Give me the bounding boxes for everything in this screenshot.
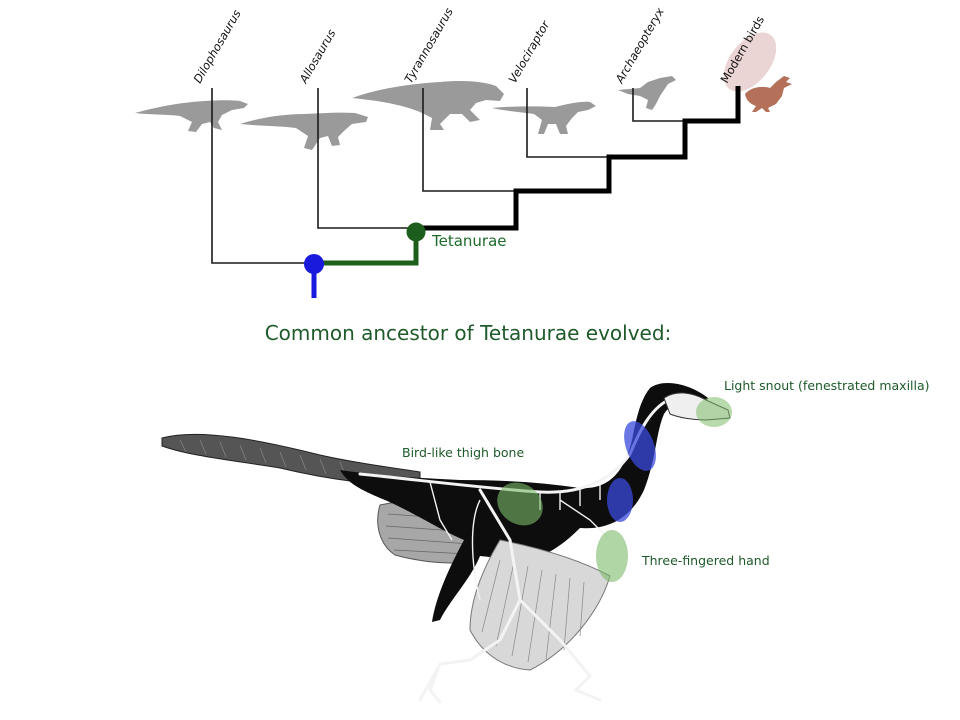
snout-highlight [696, 397, 732, 427]
heading: Common ancestor of Tetanurae evolved: [265, 321, 672, 345]
taxon-label-dilophosaurus: Dilophosaurus [190, 7, 243, 85]
tyrannosaurus-silhouette [352, 81, 504, 130]
cladogram-thin-branches [211, 88, 685, 264]
cladogram-thick-branches [416, 86, 741, 231]
tetanurae-node [406, 222, 426, 242]
tetanurae-branch [314, 232, 419, 266]
neck-highlight [624, 421, 656, 471]
annotation-snout: Light snout (fenestrated maxilla) [724, 378, 930, 393]
modern-birds-highlight [723, 32, 777, 92]
archaeopteryx-silhouette [618, 76, 676, 110]
modern-bird-silhouette [745, 76, 792, 112]
taxon-label-archaeopteryx: Archaeopteryx [612, 5, 667, 86]
velociraptor-silhouette [492, 101, 596, 134]
taxon-label-velociraptor: Velociraptor [505, 17, 552, 85]
taxon-label-allosaurus: Allosaurus [296, 27, 338, 87]
dilophosaurus-silhouette [135, 100, 248, 132]
wing-feathers [469, 539, 611, 671]
root-node [304, 254, 324, 274]
skeleton-illustration [161, 383, 732, 704]
allosaurus-silhouette [240, 112, 368, 150]
annotation-thigh: Bird-like thigh bone [402, 445, 524, 460]
tetanurae-label: Tetanurae [431, 232, 507, 250]
annotation-hand: Three-fingered hand [641, 553, 770, 568]
shoulder-highlight [607, 478, 633, 522]
taxon-label-tyrannosaurus: Tyrannosaurus [401, 5, 455, 85]
hand-highlight [596, 530, 628, 582]
thigh-highlight [497, 482, 543, 526]
